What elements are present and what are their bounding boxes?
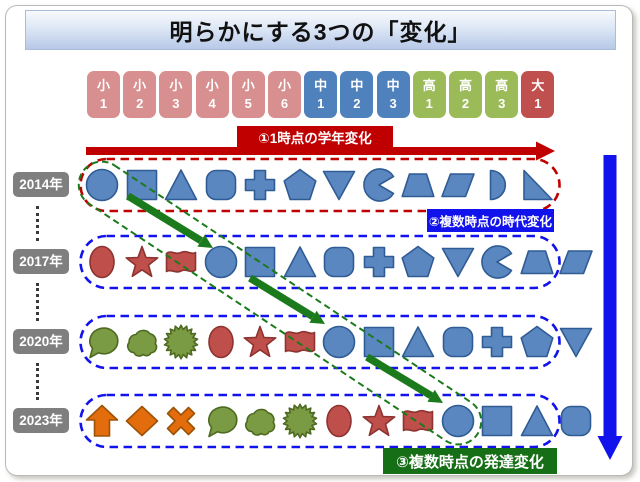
grade-box-1: 小 1 <box>87 71 120 118</box>
shape-squircle <box>323 246 355 278</box>
shape-square <box>363 326 394 358</box>
shape-cloud <box>244 408 276 436</box>
title-bar: 明らかにする3つの「変化」 <box>25 10 616 50</box>
shape-cloud <box>126 329 157 357</box>
grade-box-7: 中 1 <box>304 71 338 118</box>
shape-cross <box>244 169 276 201</box>
shape-star <box>243 325 277 358</box>
shape-pacman <box>481 245 513 279</box>
shape-triangle <box>283 246 316 278</box>
shape-tri_down <box>559 327 593 358</box>
shape-star <box>361 404 396 437</box>
grade-box-10: 高 1 <box>412 71 446 118</box>
shape-squircle <box>560 405 592 437</box>
shape-cross <box>481 326 513 358</box>
shape-circle <box>322 325 356 359</box>
shape-parallelogram <box>440 173 475 198</box>
page-title: 明らかにする3つの「変化」 <box>169 19 472 45</box>
shape-triangle <box>164 169 198 201</box>
shape-parallelogram <box>559 250 593 275</box>
shape-bubble <box>89 327 119 359</box>
shape-bubble <box>207 406 238 438</box>
shape-flag <box>402 409 434 432</box>
shape-triangle <box>401 326 435 358</box>
grade-box-3: 小 3 <box>159 71 193 118</box>
shape-circle <box>85 168 119 202</box>
year-label: 2020年 <box>13 329 69 354</box>
grade-box-5: 小 5 <box>231 71 265 118</box>
shape-trapezoid <box>519 250 554 275</box>
year-label: 2023年 <box>13 408 69 433</box>
grade-box-9: 中 3 <box>376 71 410 118</box>
shape-oval <box>326 404 352 438</box>
year-label: 2017年 <box>13 249 69 274</box>
shape-squircle <box>442 326 473 358</box>
grade-box-6: 小 6 <box>268 71 301 118</box>
year-label: 2014年 <box>13 172 69 197</box>
shape-triangle <box>520 405 553 437</box>
grade-box-4: 小 4 <box>195 71 229 118</box>
shape-trapezoid <box>401 173 435 198</box>
shape-sun <box>163 324 199 360</box>
grade-box-12: 高 3 <box>485 71 519 118</box>
shape-sun <box>282 403 317 439</box>
grade-box-13: 大 1 <box>521 71 555 118</box>
era-change-label: ②複数時点の時代変化 <box>427 209 554 232</box>
shape-tri_right <box>522 169 553 201</box>
grade-change-label: ①1時点の学年変化 <box>237 126 393 147</box>
shape-square <box>244 246 276 278</box>
shape-square <box>481 405 513 437</box>
shape-tri_down <box>322 170 356 201</box>
shape-arrow_up <box>85 404 119 437</box>
shape-pacman <box>362 168 394 202</box>
timeline-dots <box>36 363 39 400</box>
shape-oval <box>89 245 115 279</box>
shape-x_cross <box>166 406 196 436</box>
shape-pentagon <box>401 245 435 278</box>
shape-star <box>124 245 159 278</box>
shape-circle <box>204 245 237 279</box>
shape-tri_down <box>441 247 474 278</box>
grade-box-8: 中 2 <box>340 71 374 118</box>
shape-pentagon <box>519 325 554 358</box>
shape-oval <box>207 325 234 359</box>
timeline-dots <box>36 283 39 321</box>
grade-box-11: 高 2 <box>449 71 482 118</box>
shape-diamond <box>125 405 158 437</box>
shape-flag <box>165 250 197 273</box>
grade-box-2: 小 2 <box>123 71 157 118</box>
shape-square <box>126 169 157 201</box>
shape-pentagon <box>282 168 317 201</box>
shape-half_circle <box>489 169 507 201</box>
development-change-label: ③複数時点の発達変化 <box>383 448 557 474</box>
timeline-dots <box>36 206 39 241</box>
shape-flag <box>284 330 315 353</box>
shape-squircle <box>205 169 236 201</box>
shape-circle <box>441 404 474 438</box>
shape-cross <box>363 246 394 278</box>
